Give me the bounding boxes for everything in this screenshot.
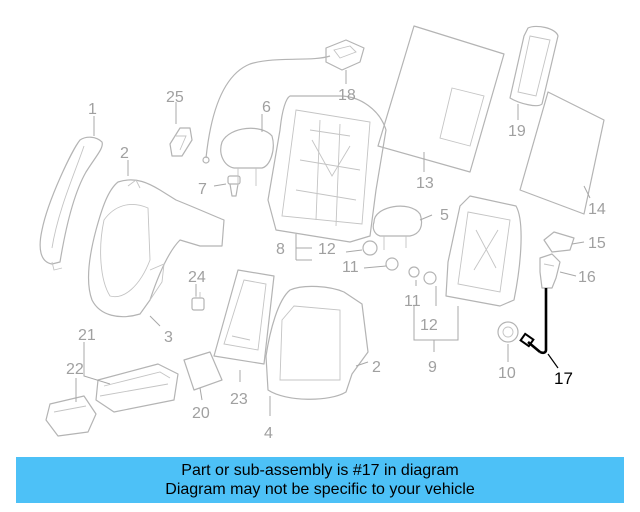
callout-1: 1 bbox=[88, 101, 97, 118]
callout-11-lower: 11 bbox=[404, 293, 421, 310]
callout-9: 9 bbox=[428, 359, 437, 376]
callout-16: 16 bbox=[578, 269, 596, 286]
part-23-insert[interactable] bbox=[213, 269, 275, 365]
part-15-bracket[interactable] bbox=[543, 231, 575, 253]
part-13-panel[interactable] bbox=[377, 25, 505, 173]
callout-21: 21 bbox=[78, 327, 96, 344]
part-11-nut-b[interactable] bbox=[408, 266, 420, 278]
part-14-panel[interactable] bbox=[519, 91, 605, 215]
seatback-frame-right[interactable] bbox=[445, 195, 522, 307]
part-19-frame[interactable] bbox=[509, 25, 559, 107]
callout-20: 20 bbox=[192, 405, 210, 422]
leader-lines bbox=[75, 70, 591, 416]
parts-diagram: 1 2 25 6 7 18 13 19 14 5 15 16 17 10 8 1… bbox=[39, 25, 606, 442]
part-16-latch[interactable] bbox=[539, 253, 561, 289]
callout-17-highlight: 17 bbox=[554, 369, 573, 388]
callout-19: 19 bbox=[508, 123, 526, 140]
callout-18: 18 bbox=[338, 87, 356, 104]
part-20-pad[interactable] bbox=[183, 351, 223, 391]
part-12-bushing-b[interactable] bbox=[423, 271, 437, 285]
part-10-cap[interactable] bbox=[497, 321, 519, 343]
callout-24: 24 bbox=[188, 269, 206, 286]
callout-13: 13 bbox=[416, 175, 434, 192]
callout-23: 23 bbox=[230, 391, 248, 408]
info-banner: Part or sub-assembly is #17 in diagram D… bbox=[16, 457, 624, 503]
part-6-headrest[interactable] bbox=[220, 127, 274, 186]
callout-7: 7 bbox=[198, 181, 207, 198]
part-18-cable[interactable] bbox=[202, 55, 331, 164]
part-24-bolt[interactable] bbox=[191, 292, 205, 311]
part-1-side-bolster[interactable] bbox=[39, 136, 103, 271]
callout-3: 3 bbox=[164, 329, 173, 346]
callout-12-center: 12 bbox=[318, 241, 336, 258]
part-7-push-pin[interactable] bbox=[227, 175, 241, 197]
part-2-seatback-cover-left[interactable] bbox=[87, 179, 225, 318]
part-22-tray[interactable] bbox=[45, 395, 97, 437]
callout-4: 4 bbox=[264, 425, 273, 442]
callout-22: 22 bbox=[66, 361, 84, 378]
callout-labels: 1 2 25 6 7 18 13 19 14 5 15 16 17 10 8 1… bbox=[66, 87, 606, 442]
callout-14: 14 bbox=[588, 201, 606, 218]
callout-5: 5 bbox=[440, 207, 449, 224]
callout-12-lower: 12 bbox=[420, 317, 438, 334]
callout-8: 8 bbox=[276, 241, 285, 258]
part-2-seatback-cover-right[interactable] bbox=[265, 285, 369, 400]
part-5-headrest[interactable] bbox=[372, 205, 423, 250]
banner-line-1: Part or sub-assembly is #17 in diagram bbox=[181, 462, 459, 479]
callout-6: 6 bbox=[262, 99, 271, 116]
banner-line-2: Diagram may not be specific to your vehi… bbox=[165, 481, 475, 498]
callout-2-left: 2 bbox=[120, 145, 129, 162]
seatback-frame[interactable] bbox=[267, 95, 387, 243]
callout-25: 25 bbox=[166, 89, 184, 106]
part-25-clip[interactable] bbox=[169, 127, 193, 157]
part-12-bushing-a[interactable] bbox=[362, 240, 378, 256]
callout-2-right: 2 bbox=[372, 359, 381, 376]
part-17-release-cable[interactable] bbox=[519, 288, 548, 355]
callout-15: 15 bbox=[588, 235, 606, 252]
part-21-cushion[interactable] bbox=[95, 363, 179, 413]
part-18-bracket[interactable] bbox=[325, 39, 365, 71]
part-11-nut-a[interactable] bbox=[385, 257, 399, 271]
callout-10: 10 bbox=[498, 365, 516, 382]
callout-11-center: 11 bbox=[342, 259, 359, 276]
